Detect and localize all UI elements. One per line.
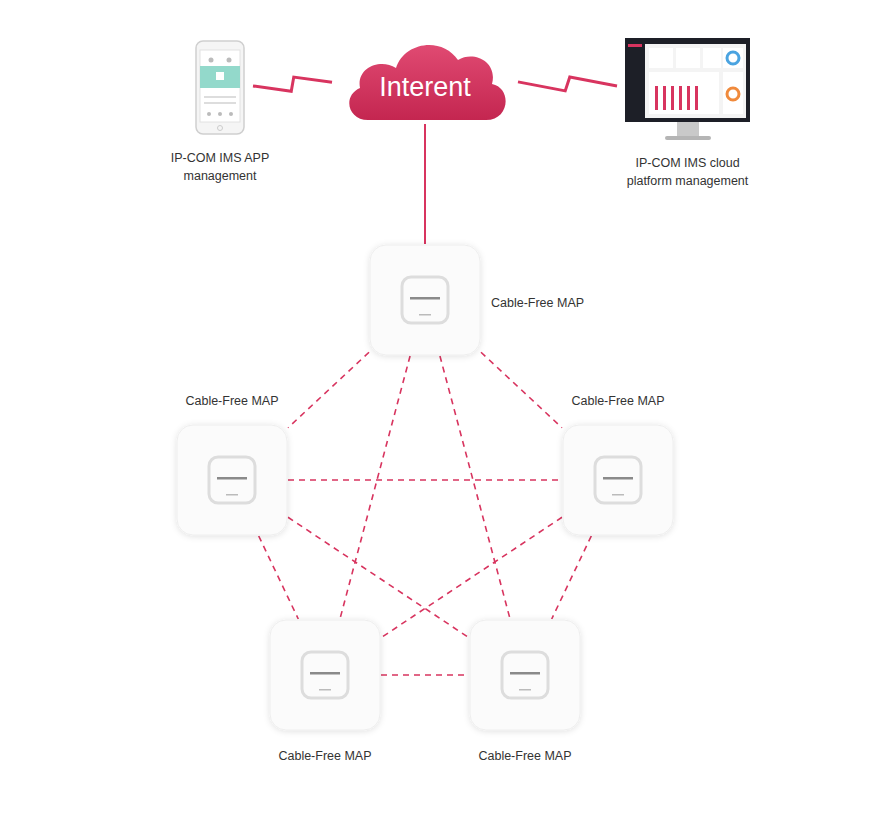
- node-label: Cable-Free MAP: [470, 747, 580, 765]
- cloud-label: Interent: [340, 72, 510, 103]
- node-label: Cable-Free MAP: [270, 747, 380, 765]
- phone-app: IP-COM IMS APP management: [195, 40, 245, 135]
- access-point: Cable-Free MAP: [269, 619, 381, 731]
- uplink-cable: [424, 124, 426, 244]
- internet-cloud: Interent: [340, 32, 510, 124]
- wireless-link: [253, 77, 332, 91]
- mesh-link: [288, 479, 562, 481]
- access-point-icon: [562, 424, 674, 536]
- mesh-link: [288, 352, 369, 428]
- access-point-icon: [176, 424, 288, 536]
- node-label: IP-COM IMS cloud platform management: [613, 154, 763, 190]
- access-point-icon: [269, 619, 381, 731]
- mesh-link: [340, 356, 410, 619]
- mesh-link: [381, 674, 469, 676]
- mesh-link: [481, 352, 562, 428]
- node-label: IP-COM IMS APP management: [155, 149, 285, 185]
- mesh-link: [440, 356, 510, 619]
- cloud-platform-monitor-icon: [625, 38, 750, 140]
- access-point: Cable-Free MAP: [176, 424, 288, 536]
- node-label: Cable-Free MAP: [491, 294, 601, 312]
- access-point-icon: [369, 244, 481, 356]
- node-label: Cable-Free MAP: [563, 392, 673, 410]
- cloud-platform-monitor: IP-COM IMS cloud platform management: [625, 38, 750, 140]
- wireless-link: [518, 77, 617, 91]
- mesh-link: [552, 536, 592, 619]
- mesh-link: [259, 536, 299, 619]
- access-point: Cable-Free MAP: [469, 619, 581, 731]
- node-label: Cable-Free MAP: [177, 392, 287, 410]
- access-point-icon: [469, 619, 581, 731]
- phone-app-icon: [195, 40, 245, 135]
- access-point: Cable-Free MAP: [369, 244, 481, 356]
- access-point: Cable-Free MAP: [562, 424, 674, 536]
